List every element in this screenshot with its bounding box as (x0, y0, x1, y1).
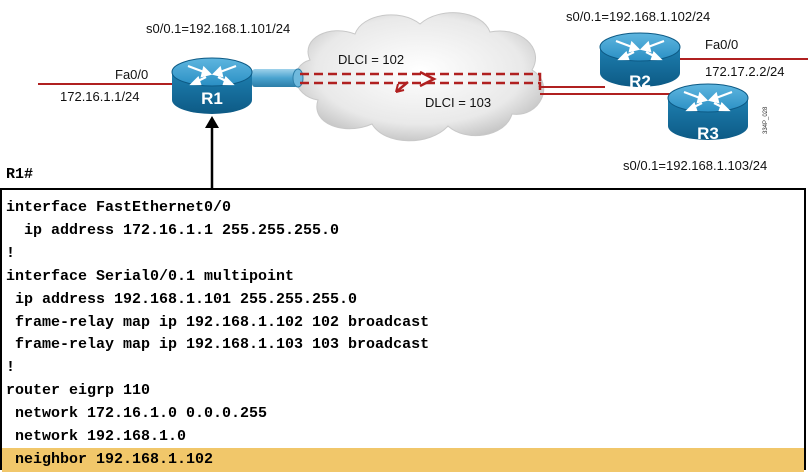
frame-relay-cloud (295, 12, 545, 142)
config-line: ip address 172.16.1.1 255.255.255.0 (6, 221, 340, 239)
dlci-103-label: DLCI = 103 (425, 95, 491, 110)
network-topology-diagram: R1 R2 R3 s0/0.1=192.168.1.101/24 Fa0/0 1… (38, 9, 808, 190)
config-line: interface FastEthernet0/0 (6, 199, 232, 216)
figure-code: 334P_028 (763, 106, 769, 134)
r1-serial-pipe (252, 69, 298, 87)
config-line: frame-relay map ip 192.168.1.103 103 bro… (6, 336, 430, 354)
pvc-dlci-102-arrow (419, 70, 437, 88)
config-line: network 172.16.1.0 0.0.0.255 (6, 405, 268, 423)
config-line: ip address 192.168.1.101 255.255.255.0 (6, 290, 358, 308)
running-config-panel: interface FastEthernet0/0 ip address 172… (0, 188, 806, 472)
config-line: network 192.168.1.0 (6, 428, 187, 445)
pvc-dlci-102 (300, 72, 542, 87)
config-line: ! (6, 244, 16, 262)
pvc-dlci-103-arrow (395, 81, 409, 93)
router-r2-icon: R2 (599, 32, 681, 91)
r1-fa-label: Fa0/0 (115, 67, 148, 82)
router-r3-name: R3 (697, 124, 719, 143)
pvc-dlci-103 (300, 81, 542, 94)
router-r1-name: R1 (201, 89, 223, 108)
cli-prompt: R1# (6, 166, 34, 183)
router-r3-icon: R3 (667, 83, 749, 143)
r1-pointer-arrow (205, 116, 219, 190)
r2-serial-label: s0/0.1=192.168.1.102/24 (566, 9, 710, 24)
config-line: ! (6, 359, 16, 377)
r1-fa-ip: 172.16.1.1/24 (60, 89, 140, 104)
r3-serial-label: s0/0.1=192.168.1.103/24 (623, 158, 767, 173)
r2-fa-label: Fa0/0 (705, 37, 738, 52)
r1-serial-label: s0/0.1=192.168.1.101/24 (146, 21, 290, 36)
dlci-102-label: DLCI = 102 (338, 52, 404, 67)
router-r2-name: R2 (629, 72, 651, 91)
config-line-highlighted: neighbor 192.168.1.102 (2, 447, 804, 472)
config-line: interface Serial0/0.1 multipoint (6, 267, 295, 285)
config-line: router eigrp 110 (6, 382, 151, 400)
router-r1-icon: R1 (171, 57, 253, 114)
config-line: frame-relay map ip 192.168.1.102 102 bro… (6, 313, 430, 331)
r2-fa-ip: 172.17.2.2/24 (705, 64, 785, 79)
